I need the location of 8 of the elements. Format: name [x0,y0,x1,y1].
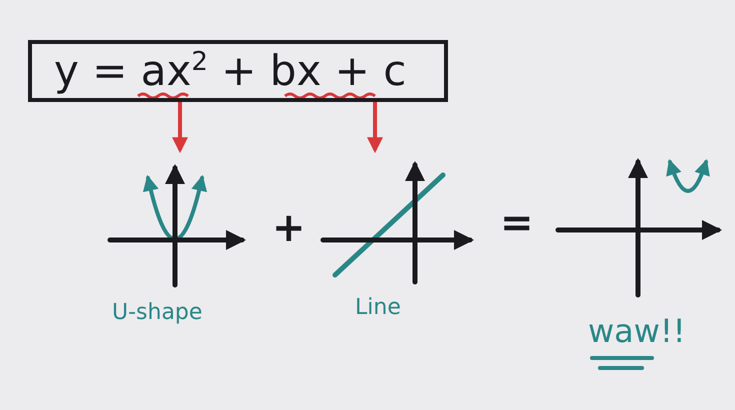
operator-sign: = [500,200,534,246]
graph-caption: Line [355,295,401,320]
equation-box: y = ax$^{2}$ + bx + c [28,40,448,102]
graph-caption: waw!! [588,312,686,350]
arrow [172,102,188,154]
graph-caption: U-shape [112,300,202,325]
arrow [367,102,383,154]
operator-sign: + [272,205,306,251]
